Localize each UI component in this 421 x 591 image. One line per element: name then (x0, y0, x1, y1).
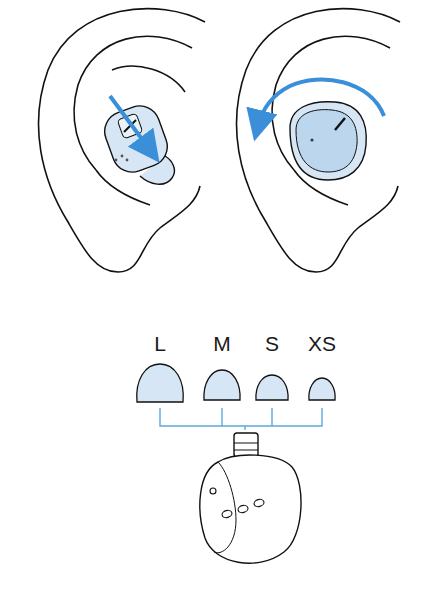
size-label: M (213, 333, 231, 354)
rotate-arrow (258, 79, 384, 126)
earbud-left (99, 100, 174, 184)
earbud-body (200, 433, 301, 563)
insert-arrow (110, 96, 150, 150)
size-bracket (160, 408, 322, 430)
earbud-right (290, 102, 366, 180)
size-label: S (265, 333, 279, 354)
ear-left (39, 9, 205, 272)
ear-tips (137, 364, 335, 402)
size-label: L (154, 333, 166, 354)
size-label: XS (308, 333, 336, 354)
ear-right (237, 9, 400, 272)
